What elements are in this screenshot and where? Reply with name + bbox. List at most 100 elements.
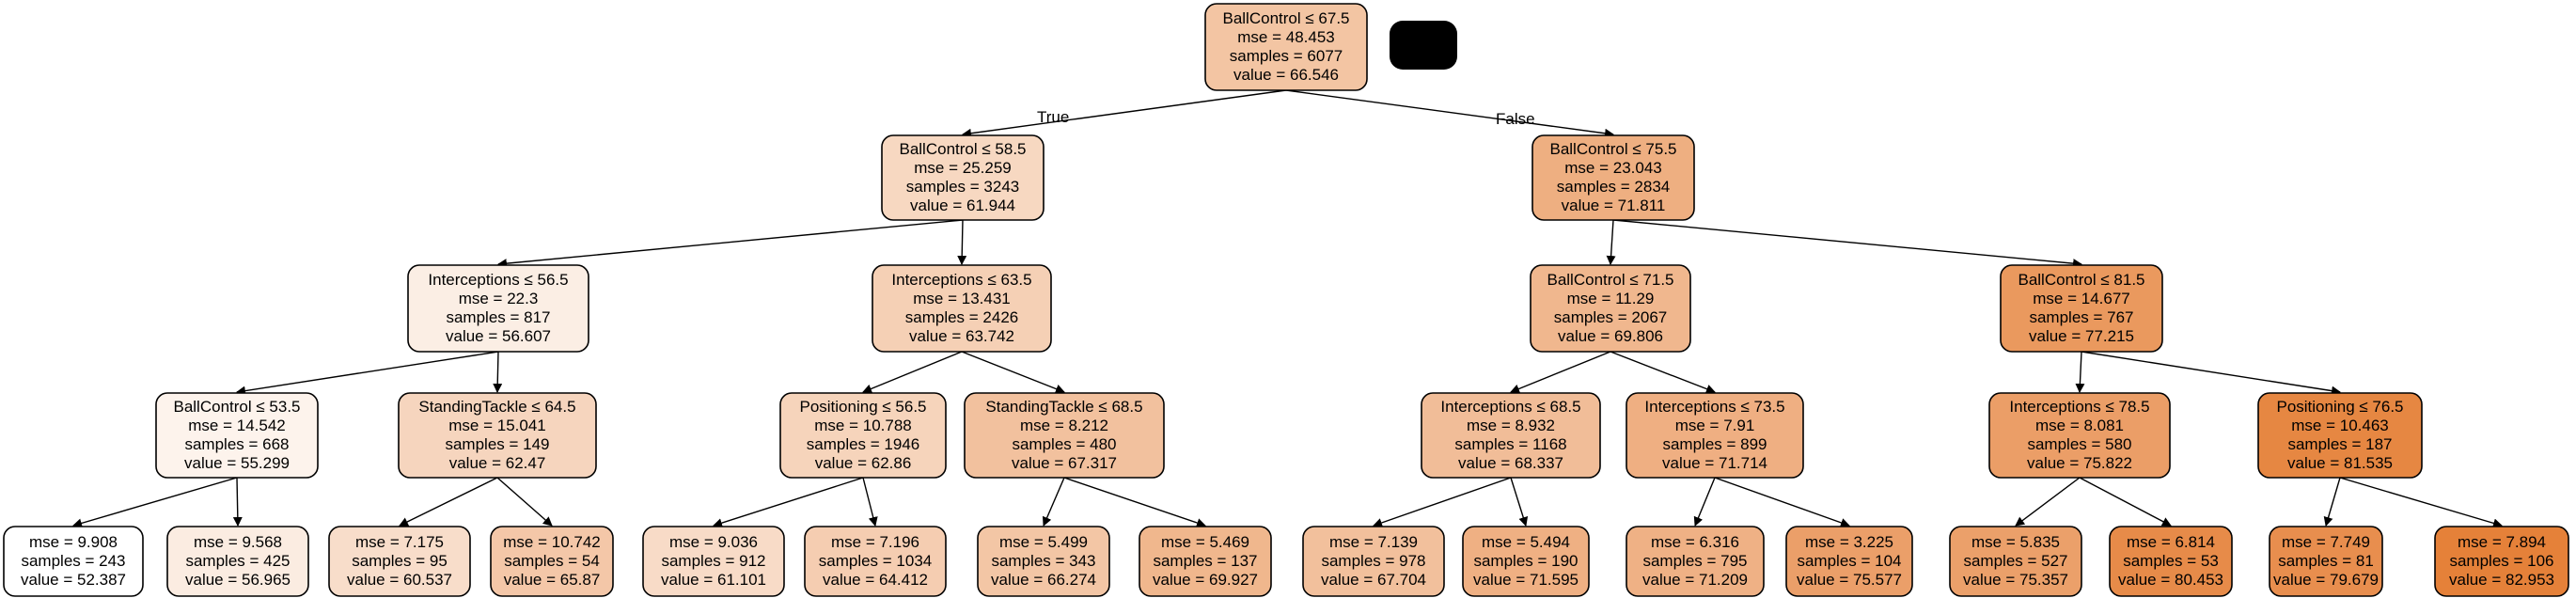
node-text-line: value = 62.47 [449,454,546,472]
node-text-line: mse = 9.568 [194,533,282,551]
node-text-line: BallControl ≤ 81.5 [2018,271,2144,289]
node-text-line: samples = 425 [185,552,290,570]
node-text-line: value = 55.299 [184,454,290,472]
edge-2-6 [1612,219,2082,269]
node-text-line: samples = 2834 [1557,178,1671,196]
node-text-line: mse = 5.499 [999,533,1088,551]
node-text-line: BallControl ≤ 53.5 [173,398,300,416]
node-box [881,134,1045,221]
edge-5-12 [1610,351,1716,394]
node-text-line: BallControl ≤ 58.5 [899,140,1026,158]
node-text-line: samples = 2426 [905,308,1019,326]
node-box [398,392,597,479]
node-text-line: Positioning ≤ 56.5 [799,398,926,416]
node-box [1139,526,1272,597]
node-text-line: mse = 23.043 [1564,159,1662,177]
edge-11-24 [1510,477,1529,527]
node-text-line: value = 62.86 [815,454,912,472]
node-text-line: samples = 817 [446,308,550,326]
node-text-line: mse = 11.29 [1567,290,1655,307]
node-box [2434,526,2569,597]
edge-0-2 [1285,89,1614,138]
node-box [3,526,144,597]
node-text-line: mse = 7.175 [355,533,444,551]
node-text-line: Positioning ≤ 76.5 [2276,398,2403,416]
node-text-line: samples = 3243 [906,178,1020,196]
node-text-line: samples = 795 [1642,552,1747,570]
node-text-line: BallControl ≤ 67.5 [1222,9,1349,27]
node-text-line: samples = 343 [991,552,1095,570]
node-text-line: value = 61.101 [661,571,766,589]
node-text-line: mse = 6.316 [1651,533,1739,551]
node-box [166,526,309,597]
node-text-line: samples = 899 [1662,435,1767,453]
node-text-line: Interceptions ≤ 56.5 [428,271,568,289]
node-text-line: value = 69.806 [1558,327,1663,345]
node-text-line: value = 79.679 [2273,571,2379,589]
node-box [2000,264,2163,353]
node-text-line: value = 80.453 [2118,571,2223,589]
node-text-line: mse = 9.908 [29,533,118,551]
edge-label-false: False [1496,110,1535,128]
node-text-line: mse = 7.894 [2458,533,2546,551]
edge-4-10 [961,351,1065,394]
node-text-line: samples = 912 [661,552,765,570]
node-text-line: samples = 106 [2449,552,2553,570]
node-text-line: mse = 5.469 [1161,533,1249,551]
edge-11-23 [1373,477,1512,527]
edge-13-28 [2079,477,2172,527]
node-text-line: samples = 95 [352,552,448,570]
node-box [779,392,947,479]
node-text-line: value = 81.535 [2287,454,2393,472]
node-text-line: StandingTackle ≤ 64.5 [418,398,575,416]
node-text-line: mse = 7.139 [1329,533,1418,551]
node-box [1785,526,1913,597]
node-text-line: mse = 10.463 [2291,417,2389,434]
node-text-line: Interceptions ≤ 63.5 [891,271,1031,289]
node-text-line: mse = 5.494 [1482,533,1570,551]
node-box [2269,526,2383,597]
node-text-line: value = 60.537 [347,571,452,589]
node-box [155,392,319,479]
edge-8-17 [399,477,498,527]
edge-10-22 [1063,477,1206,527]
edge-10-21 [1042,477,1065,527]
node-text-line: value = 61.944 [910,197,1015,214]
node-box [872,264,1052,353]
node-text-line: mse = 8.932 [1467,417,1555,434]
edges-layer [72,89,2503,528]
node-text-line: mse = 9.036 [669,533,758,551]
edge-14-30 [2339,477,2503,528]
edge-5-11 [1510,351,1611,394]
edge-7-16 [232,477,243,527]
edge-label-true: True [1037,108,1069,126]
node-text-line: mse = 14.677 [2033,290,2130,307]
node-box [1302,526,1445,597]
node-text-line: value = 75.357 [1963,571,2068,589]
node-text-line: value = 77.215 [2029,327,2134,345]
node-text-line: samples = 190 [1473,552,1578,570]
node-text-line: value = 67.704 [1321,571,1426,589]
node-text-line: value = 56.965 [185,571,291,589]
node-box [1626,526,1765,597]
node-text-line: samples = 1946 [807,435,920,453]
node-text-line: value = 71.595 [1473,571,1579,589]
node-box [328,526,471,597]
node-text-line: BallControl ≤ 71.5 [1547,271,1673,289]
node-text-line: samples = 243 [21,552,125,570]
node-text-line: samples = 187 [2287,435,2392,453]
